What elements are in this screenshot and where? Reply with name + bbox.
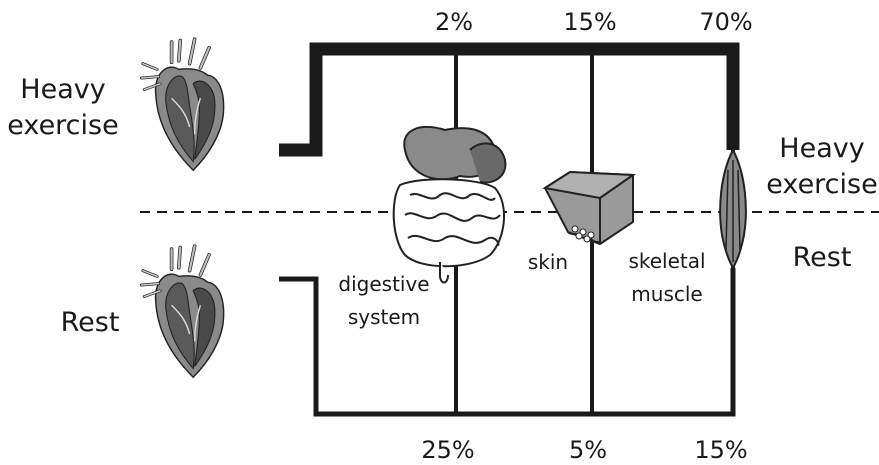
muscle-label-line2: muscle [631, 282, 702, 306]
rest-skin-percent: 5% [569, 436, 607, 464]
left-heavy-label-line1: Heavy [20, 74, 105, 105]
heavy-digestive-percent: 2% [435, 8, 473, 36]
right-rest-label: Rest [793, 242, 852, 273]
heavy-skin-percent: 15% [563, 8, 616, 36]
muscle-icon [720, 150, 746, 268]
digestive-system-icon [394, 127, 506, 283]
rest-muscle-percent: 15% [694, 436, 747, 464]
muscle-label-line1: skeletal [628, 249, 705, 273]
digestive-label-line1: digestive [338, 272, 429, 296]
heart-icon [141, 246, 223, 377]
left-rest-label: Rest [61, 307, 120, 338]
right-heavy-label-line1: Heavy [779, 133, 864, 164]
heavy-muscle-percent: 70% [699, 8, 752, 36]
heavy-exercise-vessel [279, 49, 733, 150]
digestive-label-line2: system [348, 305, 420, 329]
heart-icon [141, 39, 223, 170]
right-heavy-label-line2: exercise [766, 169, 877, 200]
skin-block-icon [545, 172, 633, 244]
rest-digestive-percent: 25% [421, 436, 474, 464]
left-heavy-label-line2: exercise [7, 110, 118, 141]
skin-label: skin [528, 250, 568, 274]
